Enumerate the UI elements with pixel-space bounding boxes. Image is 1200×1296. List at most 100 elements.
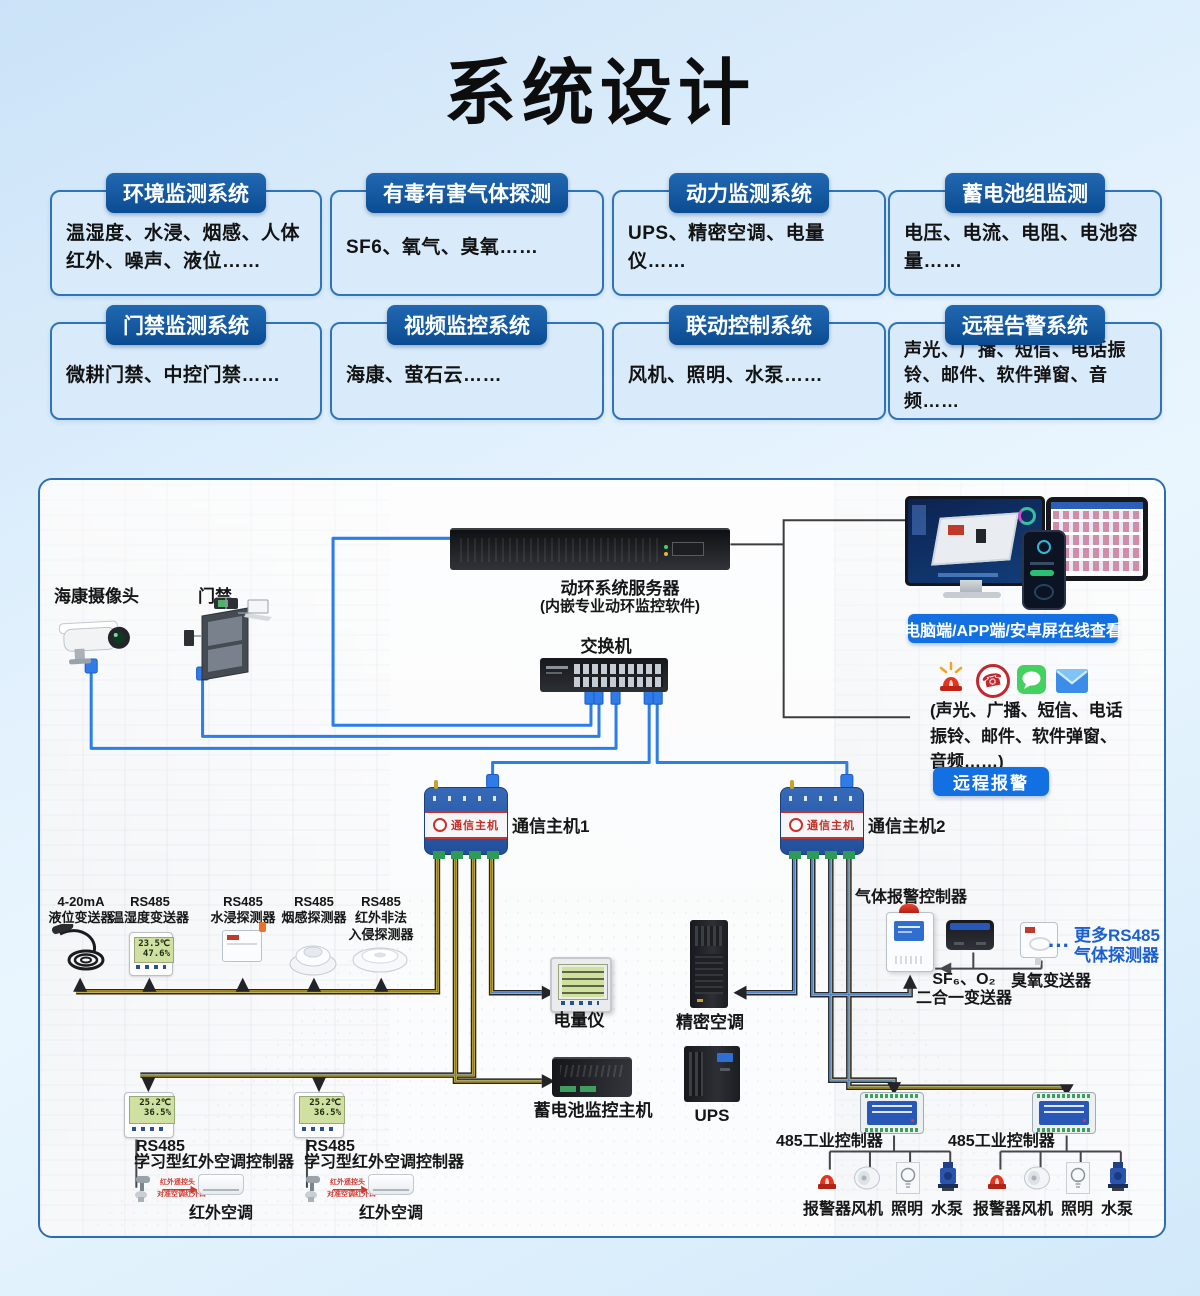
industrial-controller-2 [1032,1092,1096,1134]
light-device-illustration [1066,1162,1090,1194]
server-client-link [730,519,911,719]
remote-alarm-button: 远程报警 [933,767,1049,796]
alarm-methods-note: (声光、广播、短信、电话振铃、邮件、软件弹窗、音频……) [930,701,1123,771]
ozone-transmitter-illustration [1020,922,1058,965]
host-device-text: 通信主机 [807,820,855,832]
card-body: 声光、广播、短信、电话振铃、邮件、软件弹窗、音频…… [904,340,1126,411]
sf6-o2-label-line1: SF₆、O₂ [932,971,996,988]
card-battery: 蓄电池组监测 电压、电流、电阻、电池容量…… [888,173,1162,296]
card-body: 风机、照明、水泵…… [628,364,824,386]
ir-ac-controller-2-label2: 学习型红外空调控制器 [304,1154,465,1171]
host-logo [789,818,803,832]
ups-label: UPS [694,1106,730,1125]
card-tab: 有毒有害气体探测 [366,173,568,213]
card-alarm: 远程告警系统 声光、广播、短信、电话振铃、邮件、软件弹窗、音频…… [888,305,1162,420]
ir-ac-controller-2-label1: RS485 [306,1138,355,1155]
end-device-label: 照明 [890,1201,923,1218]
ir-arrowheads [190,1185,369,1194]
ups-illustration [684,1046,740,1102]
power-meter-illustration [550,957,612,1013]
ir-head-note: 红外遥控头 [330,1179,365,1186]
ir-port-note: 对准空调红外口 [157,1191,206,1198]
server-sub-label: (内嵌专业动环监控软件) [540,598,700,615]
ir-port-note: 对准空调红外口 [327,1191,376,1198]
ir-head-note: 红外遥控头 [160,1179,195,1186]
wiring-layer [73,519,1122,1194]
host-logo [433,818,447,832]
ir-remote-head-illustration [135,1176,150,1202]
end-device-label: 报警器 [972,1201,1021,1218]
card-access: 门禁监测系统 微耕门禁、中控门禁…… [50,305,322,420]
card-environment: 环境监测系统 温湿度、水浸、烟感、人体红外、噪声、液位…… [50,173,322,296]
ir-ac-controller-1-label1: RS485 [136,1138,185,1155]
card-gas: 有毒有害气体探测 SF6、氧气、臭氧…… [330,173,604,296]
comm-host-2-label: 通信主机2 [868,817,946,836]
wall-ac-illustration [368,1174,414,1195]
industrial-controller-1-label: 485工业控制器 [776,1133,883,1150]
switch-label: 交换机 [580,637,632,656]
card-tab: 视频监控系统 [387,305,547,345]
comm-host-1-device: 通信主机 [424,780,508,859]
access-control-illustration [184,598,272,681]
ellipsis-dots: ··· [1048,932,1070,958]
sf6-o2-transmitter-illustration [946,920,994,950]
ozone-label: 臭氧变送器 [1010,973,1091,990]
end-device-label: 风机 [850,1201,883,1218]
level-transmitter-illustration [52,924,105,971]
card-power: 动力监测系统 UPS、精密空调、电量仪…… [612,173,886,296]
wall-ac-illustration [198,1174,244,1195]
card-body: 电压、电流、电阻、电池容量…… [904,222,1139,273]
ir-ac-label: 红外空调 [358,1205,423,1222]
terminal-blocks [433,851,499,859]
battery-monitor-illustration [552,1057,632,1097]
card-body: 温湿度、水浸、烟感、人体红外、噪声、液位…… [66,222,301,273]
card-tab: 动力监测系统 [669,173,829,213]
monitor-base [943,592,1001,598]
antenna [790,780,794,789]
card-tab: 蓄电池组监测 [945,173,1105,213]
switch-illustration [540,658,668,692]
card-body: UPS、精密空调、电量仪…… [628,222,825,273]
ir-intrusion-detector-illustration [352,947,408,973]
end-device-label: 照明 [1060,1201,1093,1218]
pump-device-illustration [1108,1162,1128,1191]
alarm-siren-icon [939,662,963,691]
industrial-controller-1 [860,1092,924,1134]
phone-ring-icon: ☎ [976,664,1010,698]
card-tab: 环境监测系统 [106,173,266,213]
ethernet-links [89,536,849,787]
email-icon [1056,669,1088,693]
industrial-controller-2-label: 485工业控制器 [948,1133,1055,1150]
card-linkage: 联动控制系统 风机、照明、水泵…… [612,305,886,420]
camera-label: 海康摄像头 [54,587,139,606]
card-body: SF6、氧气、臭氧…… [346,236,539,258]
cctv-camera-illustration [58,620,130,665]
ir-ac-label: 红外空调 [188,1205,253,1222]
sms-icon [1017,665,1046,694]
monitor-illustration [905,496,1045,586]
comm-host-1-label: 通信主机1 [512,817,590,836]
phone-illustration [1022,530,1066,610]
hum-value: 47.6% [142,949,170,960]
ir-remote-head-illustration [305,1176,320,1202]
card-tab: 联动控制系统 [669,305,829,345]
comm-host-2-device: 通信主机 [780,780,864,859]
siren-device-illustration [818,1175,836,1189]
siren-device-illustration [988,1175,1006,1189]
smoke-detector-illustration [289,945,337,976]
gas-controller-label: 气体报警控制器 [855,889,968,906]
precision-ac-illustration [690,920,728,1008]
monitor-stand [960,580,982,592]
fan-device-illustration [854,1166,880,1190]
host-device-text: 通信主机 [451,820,499,832]
card-body: 海康、萤石云…… [346,364,503,386]
more-gas-note: ··· 更多RS485 气体探测器 [1048,926,1160,965]
server-name-label: 动环系统服务器 [560,579,680,598]
precision-ac-label: 精密空调 [676,1013,744,1032]
